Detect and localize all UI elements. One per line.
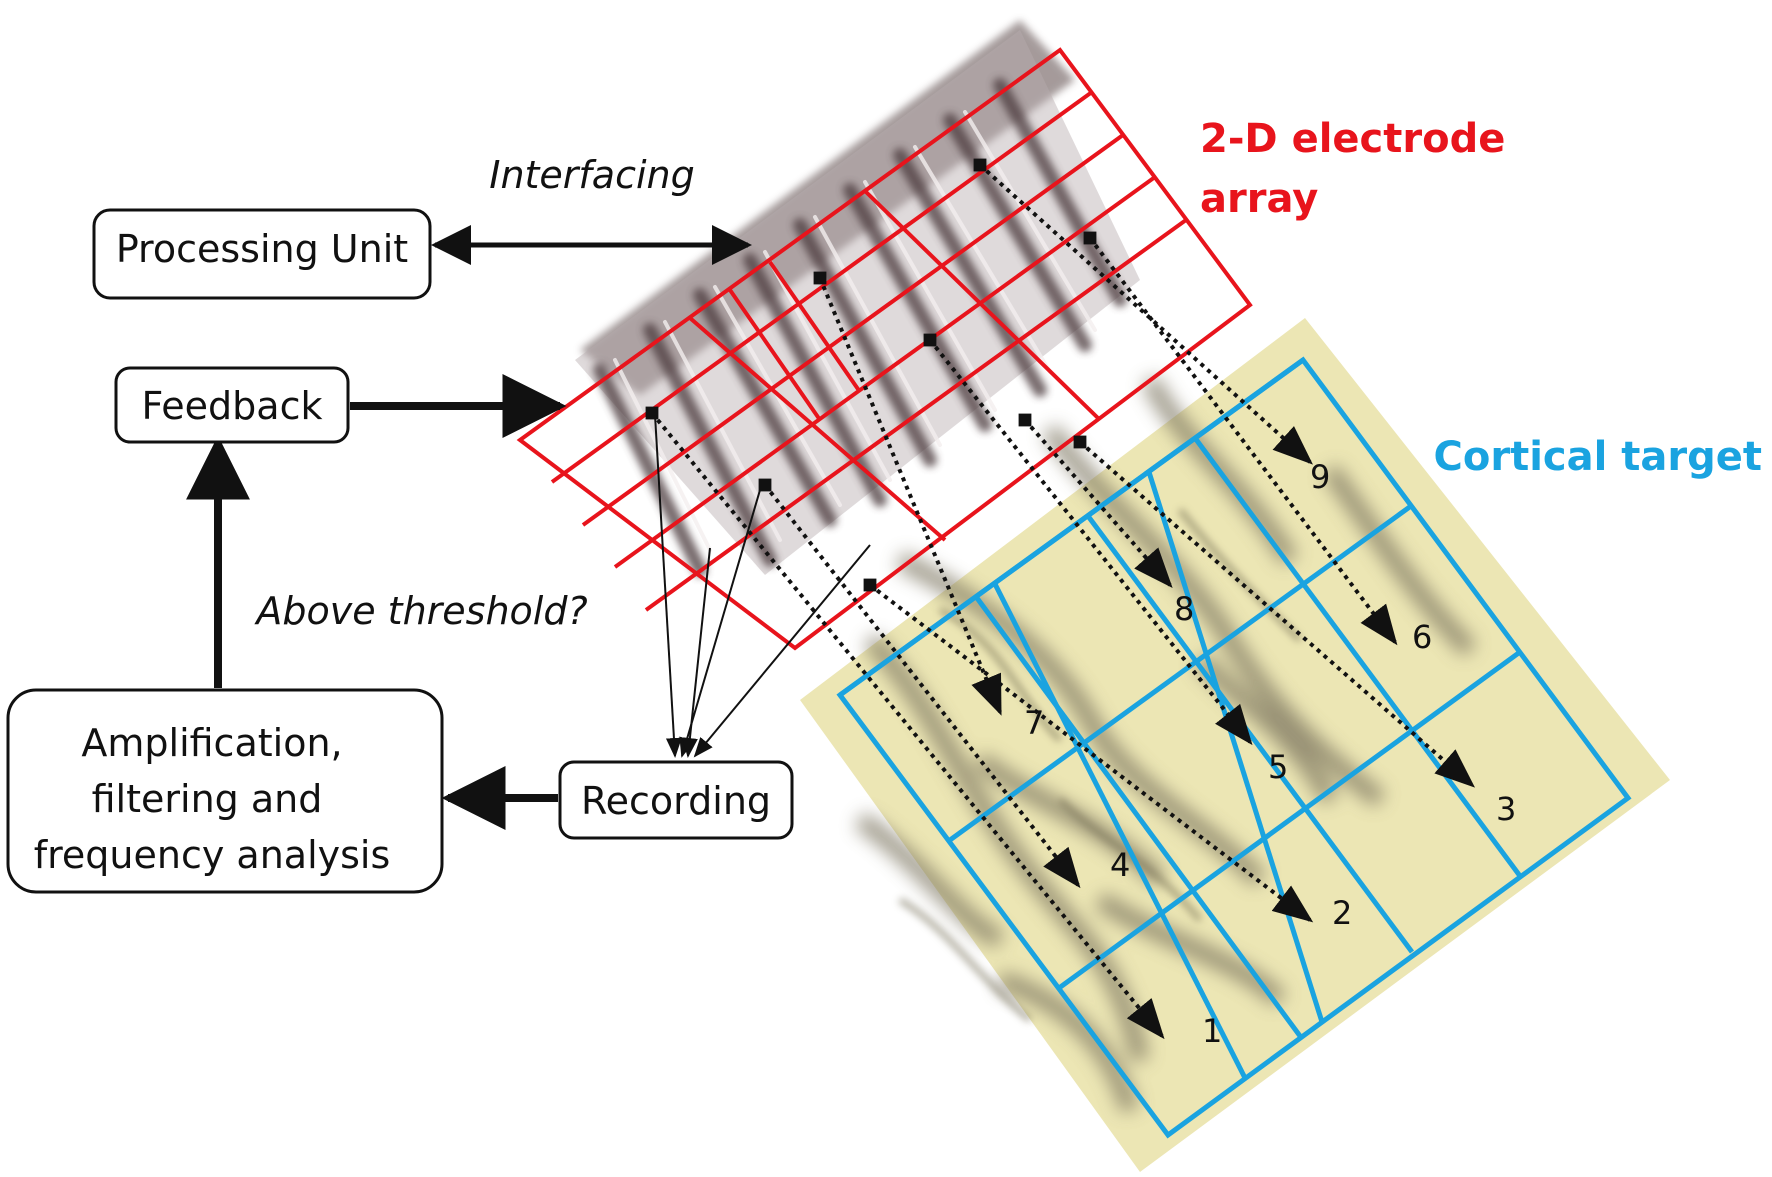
- target-numbers: 1 2 3 4 5 6 7 8 9: [1024, 458, 1516, 1050]
- electrode-array-title-line-1: 2-D electrode: [1200, 116, 1505, 162]
- amplification-box: Amplification, filtering and frequency a…: [6, 688, 444, 894]
- block-connectors: [186, 225, 752, 830]
- amplification-label-line-2: filtering and: [92, 777, 323, 821]
- cortical-target-title: Cortical target: [1434, 434, 1762, 480]
- target-number-7: 7: [1024, 704, 1044, 742]
- target-number-8: 8: [1174, 590, 1194, 628]
- target-number-3: 3: [1496, 790, 1516, 828]
- processing-unit-box: Processing Unit: [92, 208, 432, 300]
- target-number-4: 4: [1110, 846, 1130, 884]
- recording-label: Recording: [581, 779, 771, 823]
- mapping-arrow-7: [813, 271, 1002, 716]
- amplification-label-line-3: frequency analysis: [34, 833, 391, 877]
- mapping-arrow-9: [973, 158, 1313, 465]
- feedback-box: Feedback: [114, 366, 350, 444]
- mapping-arrow-3: [1073, 435, 1476, 788]
- above-threshold-label: Above threshold?: [253, 589, 587, 633]
- target-number-5: 5: [1268, 748, 1288, 786]
- interfacing-label: Interfacing: [489, 153, 695, 197]
- recording-box: Recording: [558, 760, 794, 840]
- processing-unit-label: Processing Unit: [116, 227, 408, 271]
- electrode-array-title-line-2: array: [1200, 176, 1318, 222]
- target-number-6: 6: [1412, 618, 1432, 656]
- amplification-label-line-1: Amplification,: [81, 721, 342, 765]
- target-number-2: 2: [1332, 894, 1352, 932]
- mapping-arrows: [645, 158, 1476, 1040]
- target-number-1: 1: [1202, 1012, 1222, 1050]
- recording-fan-arrows: [654, 414, 871, 758]
- feedback-label: Feedback: [142, 384, 323, 428]
- target-number-9: 9: [1310, 458, 1330, 496]
